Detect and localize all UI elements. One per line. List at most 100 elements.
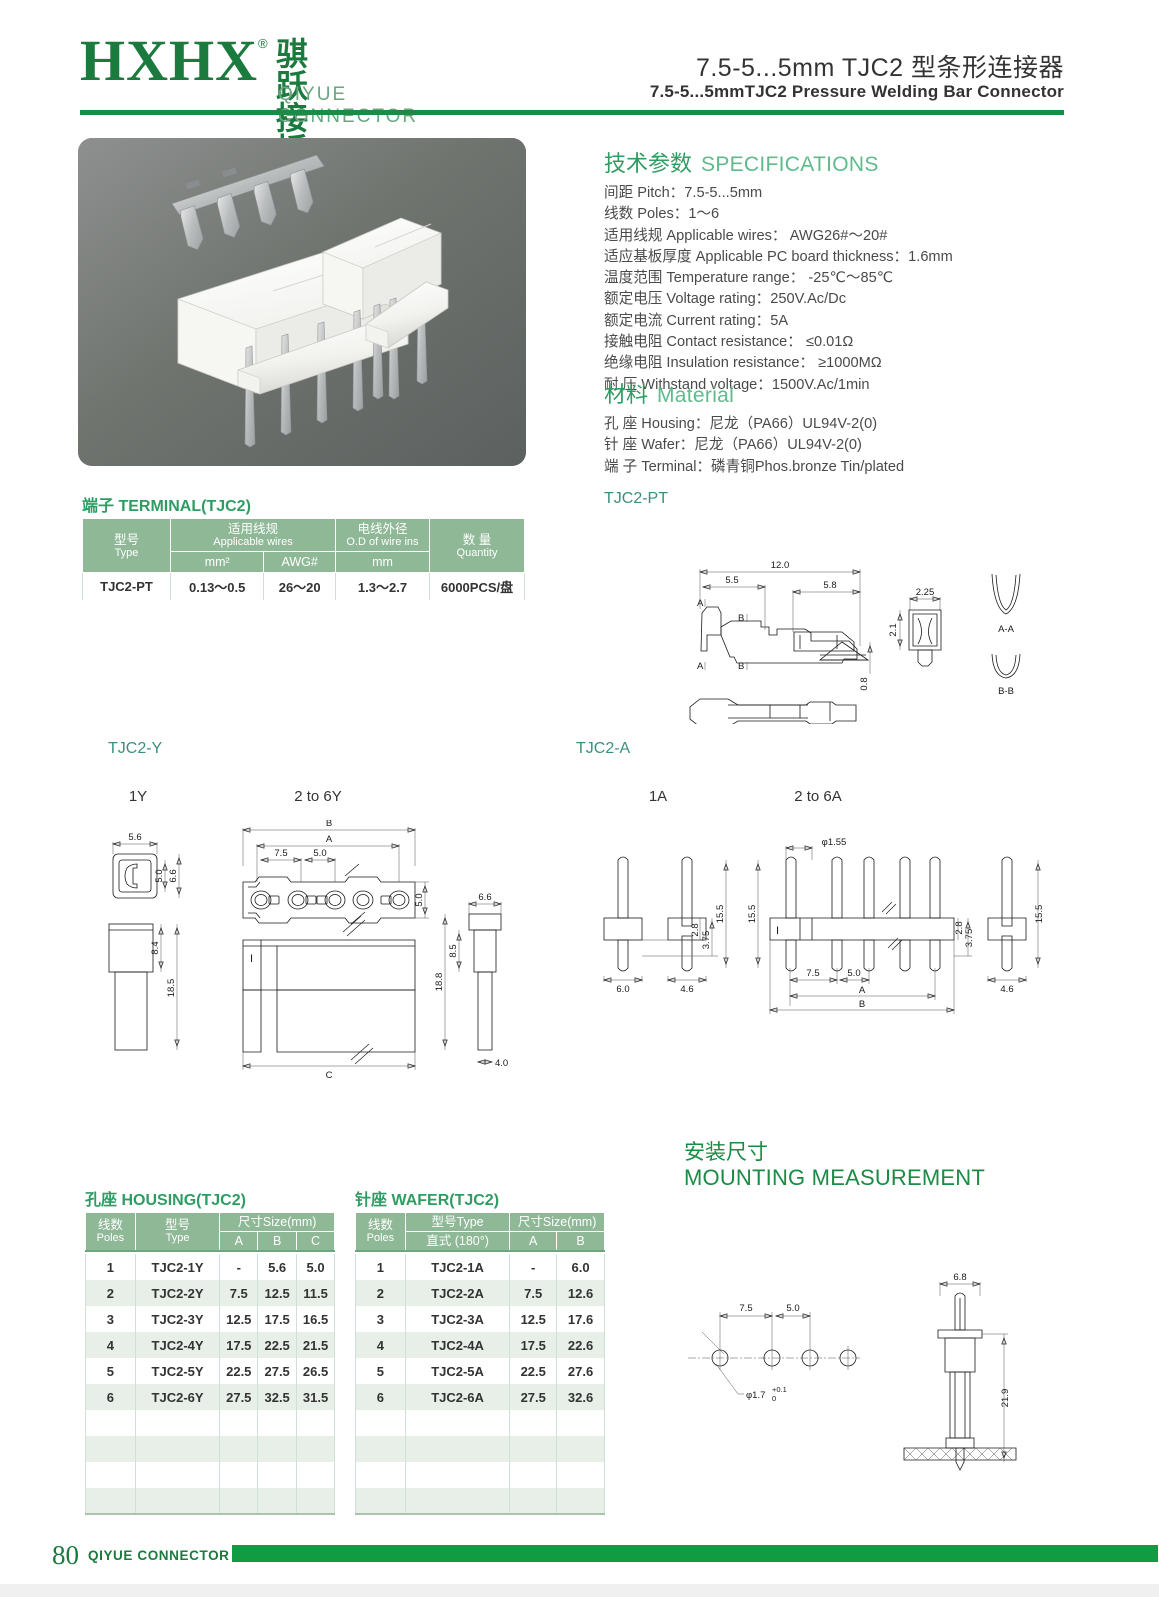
spec-line: 线数 Poles：1～6 bbox=[604, 206, 720, 223]
tjc2-y-1y-label: 1Y bbox=[128, 788, 148, 805]
mark-b-bottom: B bbox=[738, 661, 744, 672]
th-type-cn: 型号 bbox=[165, 1218, 191, 1233]
dim-y-5-0c: 5.0 bbox=[414, 893, 425, 906]
cell-a: 7.5 bbox=[509, 1280, 558, 1306]
dim-m-21-9: 21.9 bbox=[1000, 1389, 1011, 1408]
dim-2-25: 2.25 bbox=[916, 587, 935, 598]
tjc2-y-1y-label-wrap: 1Y bbox=[110, 788, 166, 805]
th-poles-cn: 线数 bbox=[367, 1218, 393, 1233]
mark-a-bottom: A bbox=[697, 661, 704, 672]
dim-y-7-5: 7.5 bbox=[274, 848, 287, 859]
dim-12: 12.0 bbox=[771, 560, 790, 571]
cell-type: TJC2-4Y bbox=[134, 1332, 221, 1358]
tjc2-y-pin1-marker: I bbox=[250, 953, 253, 965]
table-header-rule bbox=[85, 1250, 335, 1254]
material-heading-en: Material bbox=[657, 384, 735, 407]
dim-y-4-0: 4.0 bbox=[495, 1058, 508, 1069]
material-heading: 材料 Material bbox=[604, 377, 1074, 409]
th-qty: 数 量 Quantity bbox=[429, 517, 525, 574]
tjc2-pt-title: TJC2-PT bbox=[604, 490, 668, 507]
th-type: 型号 Type bbox=[82, 517, 171, 574]
cell-poles: 2 bbox=[85, 1280, 136, 1306]
dim-a-phi-1-55: φ1.55 bbox=[822, 837, 847, 848]
th-b: B bbox=[556, 1231, 605, 1252]
cell-b: 12.5 bbox=[257, 1280, 298, 1306]
dim-y-C: C bbox=[326, 1070, 333, 1080]
header-divider bbox=[80, 110, 1064, 115]
footer-brand: QIYUE CONNECTOR bbox=[88, 1548, 230, 1563]
table-subheader-row: 直式 (180°) A B bbox=[356, 1231, 605, 1252]
mark-a-top: A bbox=[697, 598, 704, 609]
cell-type: TJC2-3Y bbox=[134, 1306, 221, 1332]
wafer-label-en: WAFER(TJC2) bbox=[391, 1192, 500, 1209]
th-type-cn: 型号 bbox=[113, 532, 139, 547]
dim-a-4-6b: 4.6 bbox=[1000, 984, 1013, 995]
dim-a-15-5c: 15.5 bbox=[1034, 905, 1045, 924]
cell-b: 12.6 bbox=[556, 1280, 605, 1306]
cell-type: TJC2-5Y bbox=[134, 1358, 221, 1384]
cell-od: 1.3～2.7 bbox=[335, 572, 430, 601]
cell-a: 27.5 bbox=[509, 1384, 558, 1410]
dim-m-tol-dn: 0 bbox=[772, 1394, 776, 1403]
cell-poles: 5 bbox=[355, 1358, 406, 1384]
dim-y-6-6b: 6.6 bbox=[478, 892, 491, 903]
th-wires-cn: 适用线规 bbox=[227, 522, 278, 536]
dim-m-tol-up: +0.1 bbox=[772, 1385, 787, 1394]
section-bb-label: B-B bbox=[998, 686, 1014, 697]
mounting-heading-cn: 安装尺寸 bbox=[684, 1141, 768, 1164]
table-header-row: 线数 Poles 型号Type 尺寸Size(mm) bbox=[355, 1212, 605, 1252]
dim-2-1: 2.1 bbox=[888, 623, 899, 636]
tjc2-a-svg-wrap: 6.0 4.6 15.5 3.75 2.8 bbox=[590, 830, 1050, 1030]
tjc2-y-2to6y-label-wrap: 2 to 6Y bbox=[280, 788, 356, 805]
cell-c: 5.0 bbox=[296, 1254, 335, 1280]
th-type: 型号Type bbox=[404, 1212, 511, 1232]
terminal-label-en: TERMINAL(TJC2) bbox=[118, 498, 251, 515]
terminal-table-label: 端子 TERMINAL(TJC2) bbox=[82, 492, 251, 516]
dim-a-5-0: 5.0 bbox=[847, 968, 860, 979]
material-heading-cn: 材料 bbox=[604, 382, 649, 407]
cell-a: 12.5 bbox=[509, 1306, 558, 1332]
dim-a-2-8a: 2.8 bbox=[690, 923, 701, 936]
cell-a: 17.5 bbox=[509, 1332, 558, 1358]
dim-y-18-8: 18.8 bbox=[434, 973, 445, 992]
tjc2-y-svg-wrap: 5.6 5.0 6.6 8.4 18.5 bbox=[95, 820, 535, 1080]
dim-a-15-5a: 15.5 bbox=[715, 905, 726, 924]
table-row-empty bbox=[355, 1462, 605, 1488]
th-od-cn: 电线外径 bbox=[357, 522, 408, 536]
page-number: 80 bbox=[52, 1540, 79, 1570]
cell-poles: 4 bbox=[85, 1332, 136, 1358]
cell-b: 17.6 bbox=[556, 1306, 605, 1332]
th-c: C bbox=[296, 1231, 335, 1252]
th-mm2: mm² bbox=[169, 551, 265, 574]
cell-qty: 6000PCS/盘 bbox=[429, 572, 525, 601]
cell-b: 27.5 bbox=[257, 1358, 298, 1384]
th-type: 型号 Type bbox=[134, 1212, 221, 1252]
th-poles-cn: 线数 bbox=[97, 1218, 123, 1233]
spec-line: 额定电流 Current rating：5A bbox=[604, 312, 789, 329]
material-line: 孔 座 Housing：尼龙（PA66）UL94V-2(0) bbox=[604, 416, 878, 432]
th-poles: 线数 Poles bbox=[355, 1212, 406, 1252]
th-od-en: O.D of wire ins bbox=[346, 536, 419, 548]
material-line: 针 座 Wafer：尼龙（PA66）UL94V-2(0) bbox=[604, 437, 862, 454]
dim-5-5: 5.5 bbox=[725, 575, 738, 586]
tjc2-y-2to6y-label: 2 to 6Y bbox=[294, 788, 342, 805]
cell-b: 22.6 bbox=[556, 1332, 605, 1358]
cell-a: 22.5 bbox=[219, 1358, 259, 1384]
material-line: 端 子 Terminal：磷青铜Phos.bronze Tin/plated bbox=[604, 458, 905, 475]
cell-b: 27.6 bbox=[556, 1358, 605, 1384]
company-logo: HXHX ® 骐跃接插件 QIYUE CONNECTOR bbox=[80, 32, 416, 199]
cell-mm2: 0.13～0.5 bbox=[169, 572, 265, 601]
cell-c: 11.5 bbox=[296, 1280, 335, 1306]
cell-b: 6.0 bbox=[556, 1254, 605, 1280]
dim-y-5-0b: 5.0 bbox=[313, 848, 326, 859]
table-row: 3 TJC2-3A 12.5 17.6 bbox=[355, 1306, 605, 1332]
cell-type: TJC2-3A bbox=[404, 1306, 511, 1332]
cell-poles: 6 bbox=[355, 1384, 406, 1410]
cell-type: TJC2-2Y bbox=[134, 1280, 221, 1306]
housing-table: 线数 Poles 型号 Type 尺寸Size(mm) A B C bbox=[85, 1212, 335, 1518]
table-row: 5 TJC2-5Y 22.5 27.5 26.5 bbox=[85, 1358, 335, 1384]
dim-a-3-75b: 3.75 bbox=[964, 929, 975, 948]
cell-poles: 1 bbox=[85, 1254, 136, 1280]
spec-line: 温度范围 Temperature range： -25℃～85℃ bbox=[604, 270, 894, 287]
